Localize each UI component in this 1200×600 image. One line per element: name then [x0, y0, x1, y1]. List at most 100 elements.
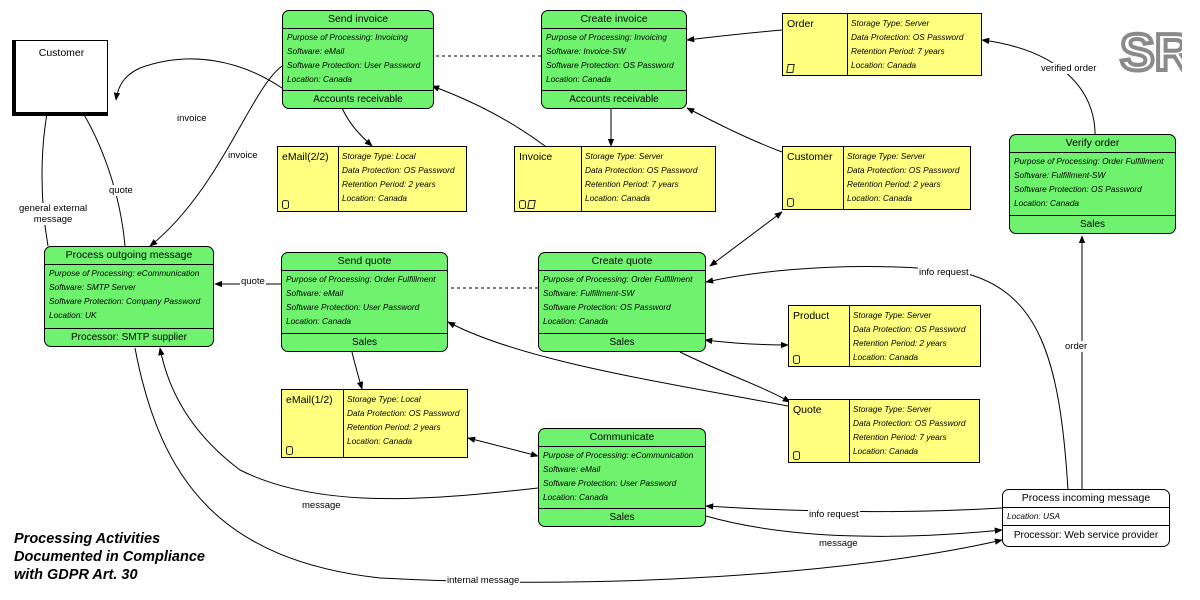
process-line: Purpose of Processing: eCommunication: [543, 450, 694, 460]
document-icon: [527, 200, 536, 209]
database-icon: [282, 200, 289, 209]
customer-entity[interactable]: Customer: [12, 40, 108, 116]
edge-order-to-createinvoice: [686, 29, 783, 43]
process-line: Location: Canada: [543, 316, 609, 326]
edge-label-message: message: [301, 500, 342, 511]
process-create-quote[interactable]: Create quote Purpose of Processing: Orde…: [538, 252, 706, 352]
process-send-quote[interactable]: Send quote Purpose of Processing: Order …: [281, 252, 448, 352]
process-line: Location: Canada: [1014, 198, 1080, 208]
process-line: Software: SMTP Server: [49, 282, 136, 292]
process-send-invoice[interactable]: Send invoice Purpose of Processing: Invo…: [282, 10, 434, 109]
process-title: Create quote: [539, 253, 705, 271]
process-line: Software Protection: OS Password: [543, 302, 671, 312]
store-email-1-2[interactable]: eMail(1/2) Storage Type: Local Data Prot…: [281, 389, 468, 458]
edge-label-internal-message: internal message: [446, 575, 521, 586]
store-line: Data Protection: OS Password: [342, 165, 455, 175]
store-line: Storage Type: Local: [342, 151, 416, 161]
process-line: Purpose of Processing: Order Fulfillment: [1014, 156, 1164, 166]
process-title: Verify order: [1010, 135, 1175, 153]
edge-quote-to-sendquote: [447, 321, 789, 407]
store-line: Location: Canada: [853, 352, 919, 362]
store-invoice[interactable]: Invoice Storage Type: Server Data Protec…: [514, 146, 716, 212]
store-line: Retention Period: 2 years: [847, 179, 941, 189]
edge-outgoing-to-customer-general: [41, 107, 50, 247]
edge-sendinvoice-to-customer: [113, 58, 283, 101]
process-title: Process incoming message: [1003, 490, 1169, 508]
process-line: Software Protection: User Password: [287, 60, 421, 70]
logo-text: SR: [1120, 24, 1182, 80]
store-divider: [581, 147, 582, 211]
database-icon: [519, 200, 526, 209]
process-footer: Sales: [539, 508, 705, 526]
store-line: Storage Type: Server: [853, 404, 932, 414]
process-verify-order[interactable]: Verify order Purpose of Processing: Orde…: [1009, 134, 1176, 234]
process-line: Location: Canada: [287, 74, 353, 84]
store-name: Order: [787, 18, 814, 30]
edge-invoice-to-sendinvoice: [431, 85, 546, 147]
process-footer: Sales: [282, 333, 447, 351]
process-incoming-message[interactable]: Process incoming message Location: USA P…: [1002, 489, 1170, 547]
store-line: Data Protection: OS Password: [853, 324, 966, 334]
document-icon: [786, 64, 795, 73]
store-divider: [849, 306, 850, 366]
process-line: Purpose of Processing: eCommunication: [49, 268, 200, 278]
store-line: Retention Period: 2 years: [853, 338, 947, 348]
edge-sendinvoice-to-outgoing: [149, 65, 283, 247]
store-line: Data Protection: OS Password: [585, 165, 698, 175]
edge-label-info-request: info request: [808, 509, 860, 520]
process-title: Communicate: [539, 429, 705, 447]
store-line: Retention Period: 7 years: [853, 432, 947, 442]
process-line: Software: eMail: [287, 46, 345, 56]
store-name: Product: [793, 310, 830, 322]
process-line: Location: UK: [49, 310, 97, 320]
store-line: Data Protection: OS Password: [347, 408, 460, 418]
process-line: Software Protection: OS Password: [546, 60, 674, 70]
process-line: Location: Canada: [543, 492, 609, 502]
store-customer[interactable]: Customer Storage Type: Server Data Prote…: [782, 146, 971, 210]
store-divider: [849, 400, 850, 462]
store-line: Storage Type: Server: [847, 151, 926, 161]
edge-label-message: message: [818, 538, 859, 549]
process-line: Software Protection: User Password: [286, 302, 420, 312]
process-create-invoice[interactable]: Create invoice Purpose of Processing: In…: [541, 10, 687, 109]
store-divider: [338, 147, 339, 211]
process-line: Software Protection: User Password: [543, 478, 677, 488]
process-line: Software: eMail: [543, 464, 601, 474]
store-line: Storage Type: Server: [853, 310, 932, 320]
database-icon: [793, 355, 800, 364]
process-title: Create invoice: [542, 11, 686, 29]
process-line: Purpose of Processing: Invoicing: [546, 32, 667, 42]
store-email-2-2[interactable]: eMail(2/2) Storage Type: Local Data Prot…: [277, 146, 467, 212]
process-outgoing-message[interactable]: Process outgoing message Purpose of Proc…: [44, 246, 214, 347]
edge-createquote-customerdata: [709, 211, 783, 267]
store-divider: [847, 14, 848, 75]
store-line: Location: Canada: [853, 446, 919, 456]
process-line: Software Protection: OS Password: [1014, 184, 1142, 194]
process-line: Purpose of Processing: Order Fulfillment: [543, 274, 693, 284]
store-line: Location: Canada: [585, 193, 651, 203]
edge-label-verified-order: verified order: [1040, 63, 1098, 74]
process-line: Purpose of Processing: Order Fulfillment: [286, 274, 436, 284]
edge-customerdata-to-createinvoice: [686, 107, 783, 153]
store-divider: [843, 147, 844, 209]
process-footer: Accounts receivable: [542, 90, 686, 108]
edge-communicate-to-incoming: [705, 515, 1003, 537]
store-order[interactable]: Order Storage Type: Server Data Protecti…: [782, 13, 982, 76]
edge-label-invoice: invoice: [176, 113, 208, 124]
store-product[interactable]: Product Storage Type: Server Data Protec…: [788, 305, 981, 367]
edge-email12-communicate: [467, 436, 539, 458]
store-name: eMail(2/2): [282, 151, 329, 163]
process-footer: Sales: [539, 333, 705, 351]
edge-sendquote-to-email12: [351, 351, 364, 390]
process-line: Location: Canada: [546, 74, 612, 84]
store-line: Data Protection: OS Password: [847, 165, 960, 175]
process-footer: Processor: SMTP supplier: [45, 328, 213, 346]
process-communicate[interactable]: Communicate Purpose of Processing: eComm…: [538, 428, 706, 527]
process-line: Software: Fulfillment-SW: [543, 288, 635, 298]
edge-label-info-request: info request: [918, 267, 970, 278]
store-line: Storage Type: Local: [347, 394, 421, 404]
process-footer: Processor: Web service provider: [1003, 525, 1169, 546]
store-quote[interactable]: Quote Storage Type: Server Data Protecti…: [788, 399, 980, 463]
edge-createquote-to-quote: [679, 351, 791, 403]
store-line: Data Protection: OS Password: [853, 418, 966, 428]
